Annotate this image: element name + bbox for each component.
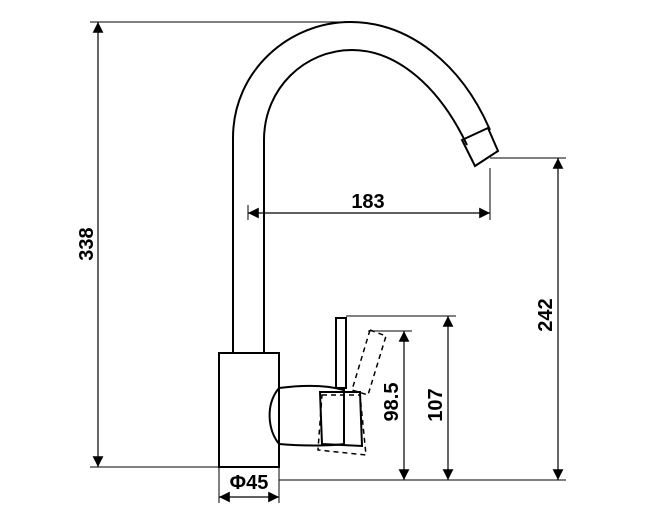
dimension-lines — [92, 21, 564, 503]
faucet-outline — [218, 20, 500, 468]
spout-inner-curve — [263, 48, 468, 146]
dim-spout-height: 242 — [535, 298, 557, 331]
lever-alternate-position — [317, 329, 387, 456]
lever-knob-dashed — [317, 394, 367, 456]
lever-knob — [318, 391, 364, 448]
spout-outer-curve — [232, 20, 491, 139]
spout-nozzle — [460, 126, 500, 168]
lever-stem-dashed — [351, 329, 387, 396]
lever-stem — [335, 317, 347, 389]
lever-housing — [268, 384, 345, 447]
dim-lever-height-alt: 98.5 — [381, 383, 403, 422]
dim-total-height: 338 — [76, 227, 98, 260]
dim-base-diameter: Φ45 — [230, 472, 269, 494]
faucet-base — [218, 352, 280, 468]
dim-reach: 183 — [351, 191, 384, 213]
dim-lever-height: 107 — [425, 388, 447, 421]
extension-lines — [90, 21, 566, 503]
